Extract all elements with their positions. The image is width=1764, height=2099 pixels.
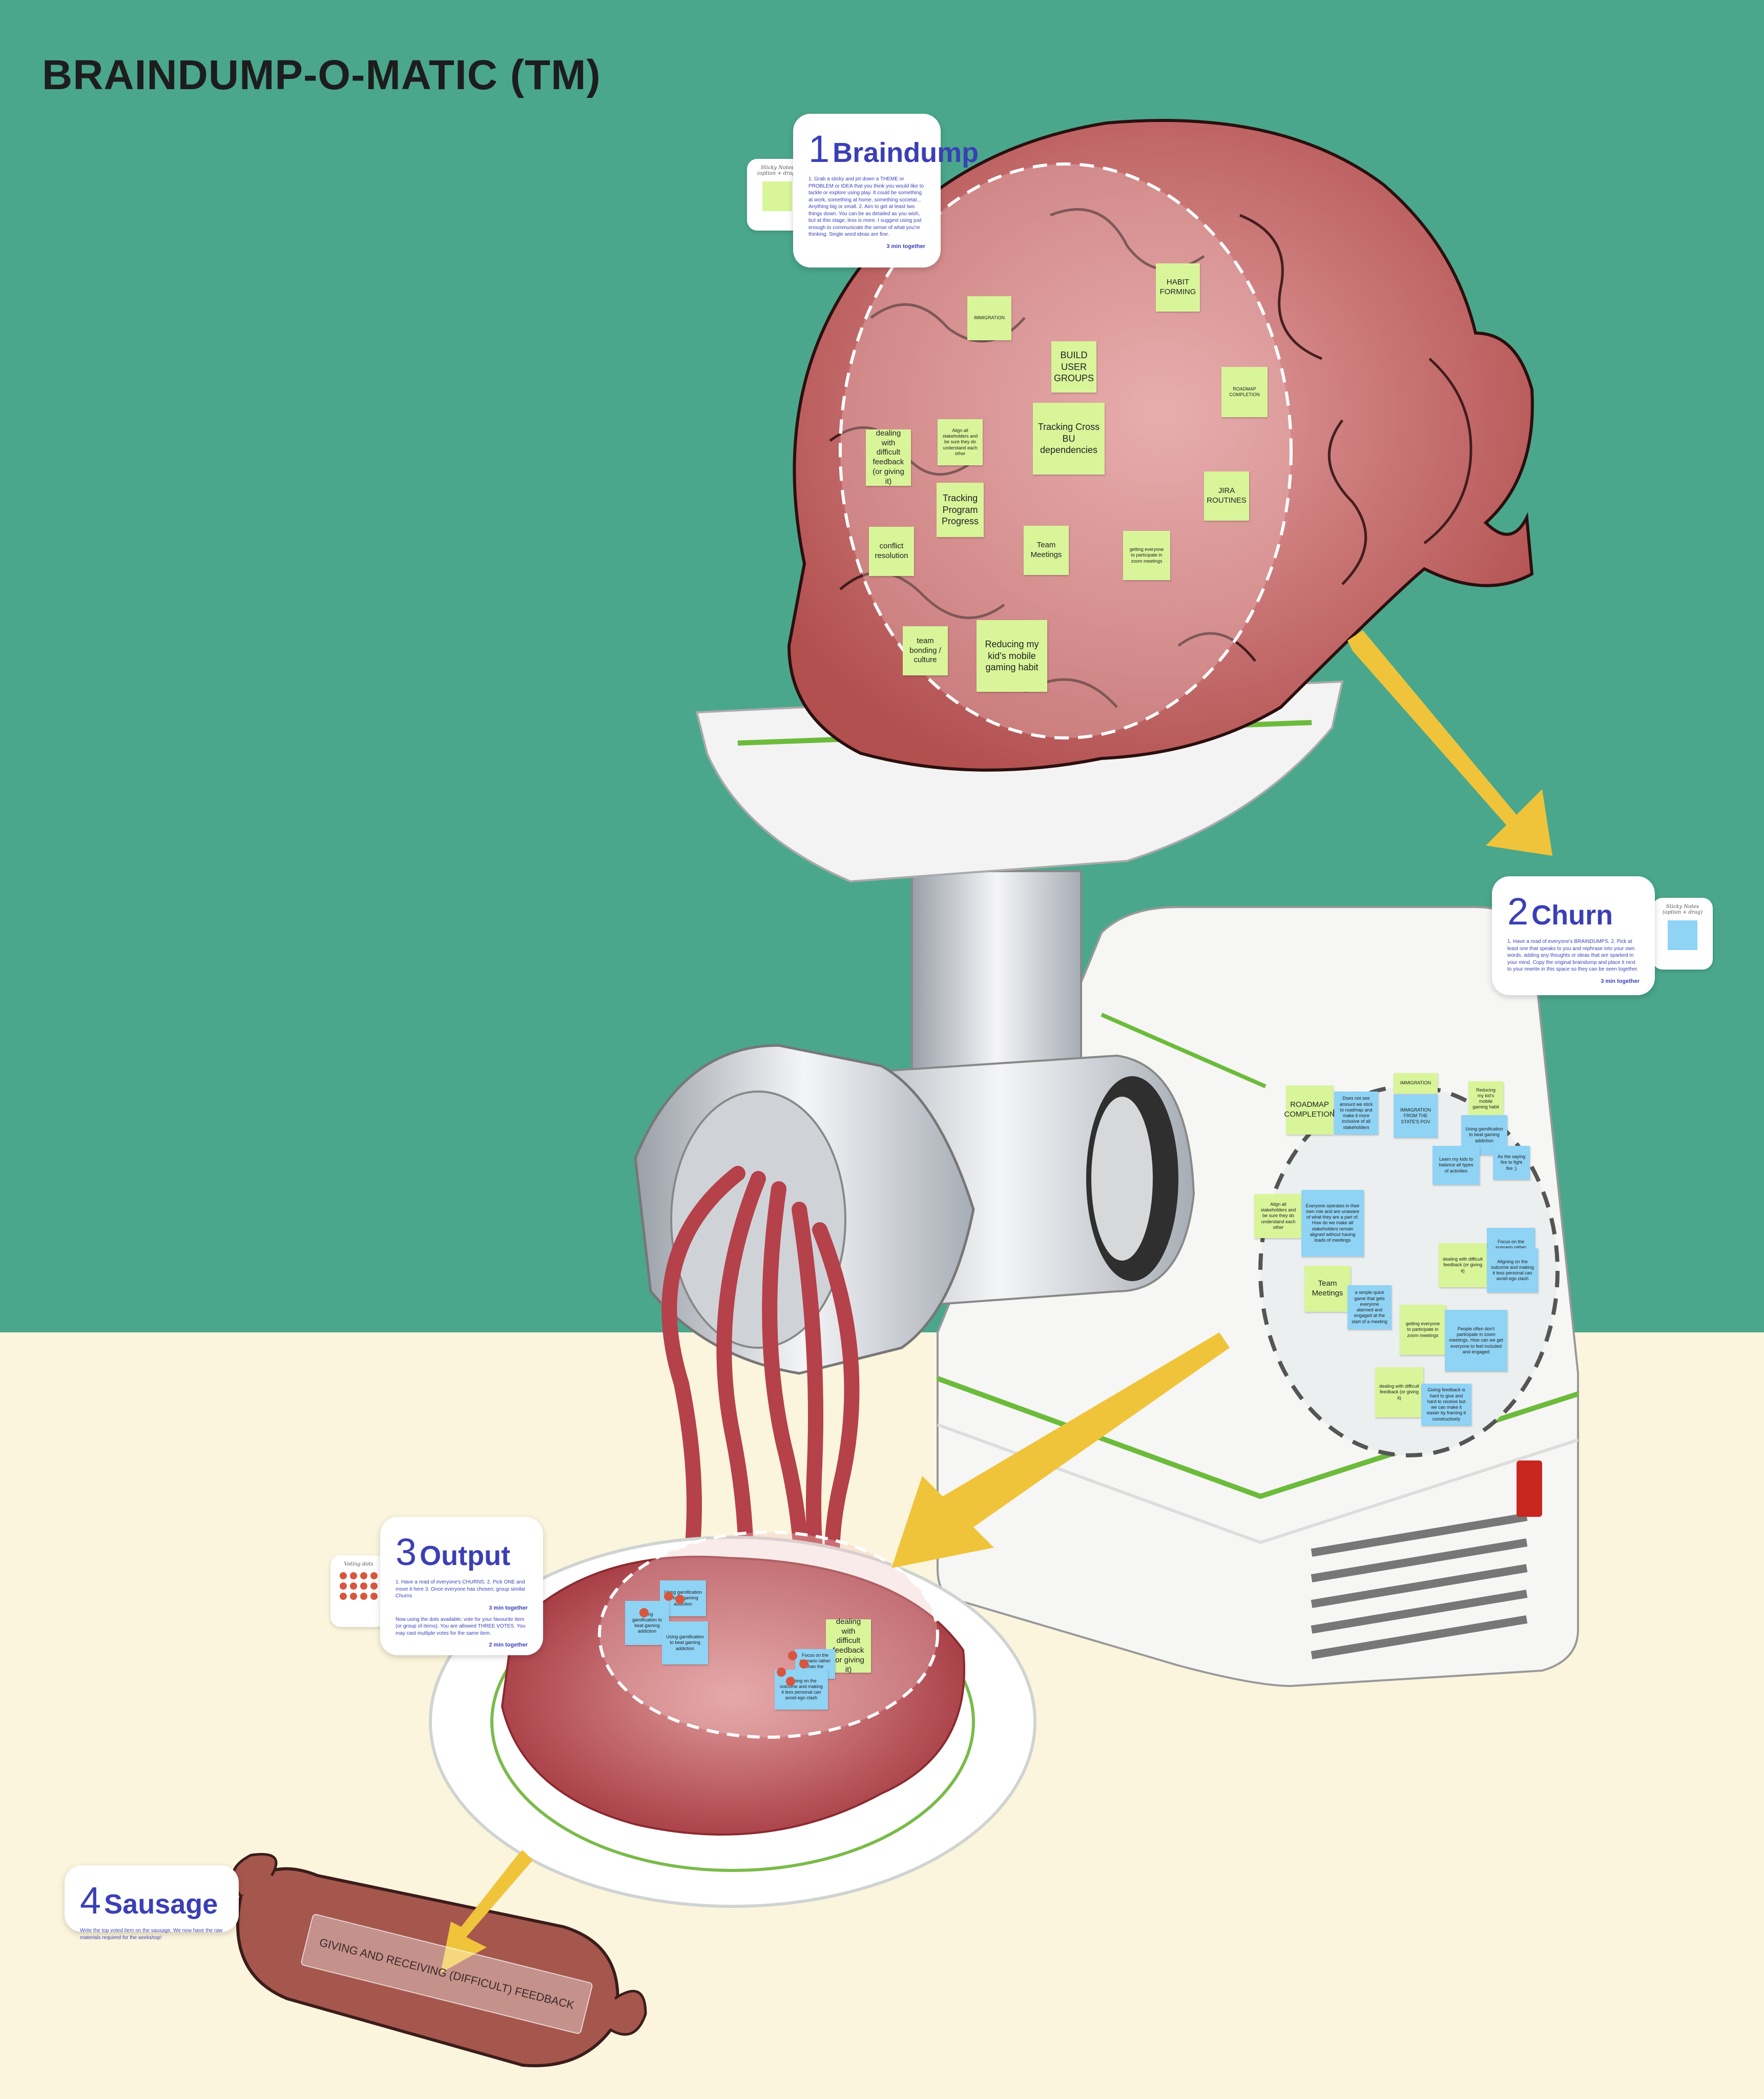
brain-note[interactable]: BUILD USER GROUPS — [1051, 341, 1096, 393]
brain-note[interactable]: HABIT FORMING — [1156, 263, 1200, 312]
churn-note[interactable]: IMMIGRATION FROM THE STATE'S POV — [1394, 1095, 1438, 1138]
churn-note[interactable]: a simple quick game that gets everyone a… — [1347, 1285, 1392, 1329]
churn-note[interactable]: As the saying fire to fight fire ;) — [1493, 1146, 1530, 1180]
churn-note[interactable]: People often don't participate in zoom m… — [1445, 1310, 1507, 1371]
churn-note[interactable]: getting everyone to participate in zoom … — [1400, 1305, 1446, 1355]
brain-note[interactable]: getting everyone to participate in zoom … — [1123, 531, 1170, 580]
voting-dot[interactable] — [350, 1593, 357, 1600]
placed-vote-dot[interactable] — [788, 1651, 797, 1660]
churn-note[interactable]: Does not see amount we stick to roadmap … — [1334, 1092, 1378, 1135]
output-note[interactable]: Aligning on the outcome and making it le… — [775, 1670, 828, 1710]
placed-vote-dot[interactable] — [664, 1592, 673, 1601]
voting-dot[interactable] — [370, 1572, 378, 1579]
voting-dot[interactable] — [340, 1572, 347, 1579]
placed-vote-dot[interactable] — [799, 1659, 808, 1669]
churn-note[interactable]: Everyone operates in their own role and … — [1301, 1190, 1364, 1257]
sticky-yellow-swatch[interactable] — [762, 181, 792, 211]
sticky-blue-swatch[interactable] — [1668, 920, 1697, 950]
board-title: BRAINDUMP-O-MATIC (TM) — [42, 52, 601, 98]
voting-dot[interactable] — [350, 1582, 357, 1590]
voting-dot[interactable] — [360, 1572, 367, 1579]
churn-note[interactable]: dealing with difficult feedback (or givi… — [1439, 1243, 1487, 1287]
voting-dot[interactable] — [370, 1593, 378, 1600]
voting-dot[interactable] — [360, 1582, 367, 1590]
brain-note[interactable]: Align all stakeholders and be sure they … — [938, 419, 983, 465]
placed-vote-dot[interactable] — [777, 1668, 786, 1677]
brain-note[interactable]: IMMIGRATION — [967, 296, 1011, 340]
voting-dots-palette[interactable]: Voting dots — [330, 1555, 387, 1627]
voting-dot[interactable] — [350, 1572, 357, 1579]
churn-note[interactable]: Reducing my kid's mobile gaming habit — [1468, 1081, 1503, 1116]
brain-note[interactable]: dealing with difficult feedback (or givi… — [866, 429, 911, 486]
brain-note[interactable]: ROADMAP COMPLETION — [1221, 367, 1268, 417]
power-switch — [1517, 1460, 1542, 1517]
churn-note[interactable]: Align all stakeholders and be sure they … — [1254, 1194, 1302, 1238]
voting-dot[interactable] — [360, 1593, 367, 1600]
brain-note[interactable]: JIRA ROUTINES — [1204, 471, 1249, 521]
flow-arrows — [441, 630, 1552, 1973]
voting-dot[interactable] — [340, 1582, 347, 1590]
output-note[interactable]: Using gamification to beat gaming addict… — [662, 1621, 708, 1664]
brain-note[interactable]: Tracking Program Progress — [937, 483, 984, 537]
placed-vote-dot[interactable] — [639, 1608, 649, 1617]
churn-note[interactable]: dealing with difficult feedback (or givi… — [1375, 1367, 1423, 1417]
voting-dot[interactable] — [370, 1582, 378, 1590]
brain-note[interactable]: Tracking Cross BU dependencies — [1033, 403, 1105, 475]
placed-vote-dot[interactable] — [675, 1595, 684, 1604]
churn-note[interactable]: Learn my kids to balance all types of ac… — [1433, 1146, 1480, 1185]
brain-note[interactable]: Team Meetings — [1024, 526, 1069, 575]
brain — [787, 119, 1534, 772]
churn-note[interactable]: ROADMAP COMPLETION — [1284, 1085, 1335, 1135]
output-note[interactable]: Using gamification to beat gaming addict… — [625, 1601, 669, 1645]
sticky-palette-churn[interactable]: Sticky Notes (option + drag) — [1652, 898, 1713, 970]
brain-note[interactable]: team bonding / culture — [903, 626, 948, 675]
voting-dot[interactable] — [340, 1593, 347, 1600]
churn-note[interactable]: Team Meetings — [1304, 1266, 1351, 1312]
brain-note[interactable]: Reducing my kid's mobile gaming habit — [977, 620, 1047, 692]
churn-note[interactable]: Giving feedback is hard to give and hard… — [1421, 1384, 1471, 1426]
churn-note[interactable]: Aligning on the outcome and making it le… — [1487, 1248, 1538, 1292]
brain-note[interactable]: conflict resolution — [869, 527, 914, 576]
churn-note[interactable]: IMMIGRATION — [1394, 1073, 1438, 1094]
placed-vote-dot[interactable] — [786, 1677, 795, 1686]
